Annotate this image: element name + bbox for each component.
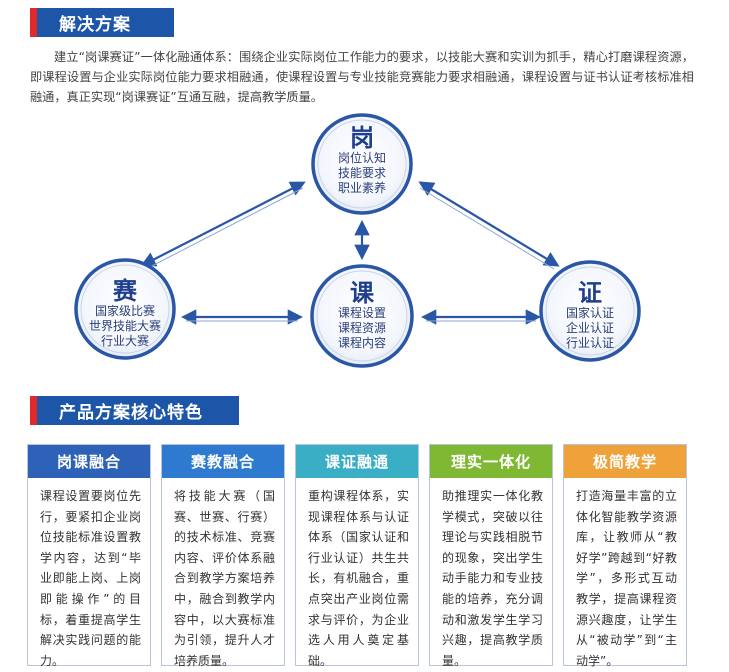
card-title: 极简教学 — [564, 445, 686, 478]
section-header-solution: 解决方案 — [30, 8, 174, 37]
intro-paragraph: 建立“岗课赛证”一体化融通体系：围绕企业实际岗位工作能力的要求，以技能大赛和实训… — [30, 50, 694, 104]
node-zheng-line: 行业认证 — [565, 336, 614, 350]
node-ke-line: 课程资源 — [337, 321, 386, 335]
node-zheng-title: 证 — [578, 279, 602, 307]
node-ke-line: 课程内容 — [337, 336, 386, 350]
node-gang-line: 技能要求 — [337, 166, 386, 180]
header-accent-bar — [30, 8, 37, 37]
section-title-features: 产品方案核心特色 — [37, 396, 239, 425]
feature-card-saijiao: 赛教融合 将技能大赛（国赛、世赛、行赛）的技术标准、竞赛内容、评价体系融合到教学… — [161, 444, 285, 668]
double-arrow-gang-sai — [140, 181, 306, 270]
node-sai-line: 世界技能大赛 — [88, 319, 161, 333]
card-body: 打造海量丰富的立体化智能教学资源库，让教师从“教好学”跨越到“好教学”，多形式互… — [576, 489, 677, 668]
circle-sai — [74, 258, 176, 360]
feature-card-lishi: 理实一体化 助推理实一体化教学模式，突破以往理论与实践相脱节的现象，突出学生动手… — [429, 444, 553, 668]
node-sai: 赛 国家级比赛 世界技能大赛 行业大赛 — [75, 278, 175, 349]
card-body: 助推理实一体化教学模式，突破以往理论与实践相脱节的现象，突出学生动手能力和专业技… — [442, 489, 543, 668]
node-sai-line: 国家级比赛 — [94, 304, 155, 318]
feature-card-kezheng: 课证融通 重构课程体系，实现课程体系与认证体系（国家认证和行业认证）共生共长，有… — [295, 444, 419, 668]
node-gang-line: 职业素养 — [337, 181, 386, 195]
card-title: 岗课融合 — [28, 445, 150, 478]
card-title: 理实一体化 — [430, 445, 552, 478]
node-zheng-line: 企业认证 — [565, 321, 614, 335]
node-ke: 课 课程设置 课程资源 课程内容 — [312, 280, 412, 351]
double-arrow-gang-zheng — [418, 181, 560, 270]
card-title: 赛教融合 — [162, 445, 284, 478]
double-arrow-sai-ke — [180, 309, 304, 325]
section-title-solution: 解决方案 — [37, 8, 174, 37]
card-title: 课证融通 — [296, 445, 418, 478]
feature-cards: 岗课融合 课程设置要岗位先行，要紧扣企业岗位技能标准设置教学内容，达到“毕业即能… — [27, 444, 690, 668]
double-arrow-ke-zheng — [420, 309, 542, 325]
node-gang-title: 岗 — [350, 124, 374, 152]
node-zheng-line: 国家认证 — [565, 306, 614, 320]
feature-card-gangke: 岗课融合 课程设置要岗位先行，要紧扣企业岗位技能标准设置教学内容，达到“毕业即能… — [27, 444, 151, 668]
circle-ke — [310, 264, 414, 368]
node-ke-line: 课程设置 — [337, 306, 386, 320]
node-sai-line: 行业大赛 — [100, 334, 149, 348]
feature-card-jijian: 极简教学 打造海量丰富的立体化智能教学资源库，让教师从“教好学”跨越到“好教学”… — [563, 444, 687, 668]
node-sai-title: 赛 — [113, 277, 137, 305]
node-ke-title: 课 — [350, 279, 374, 307]
diagram-graphics — [74, 113, 641, 368]
circle-gang — [311, 113, 413, 215]
node-gang: 岗 岗位认知 技能要求 职业素养 — [312, 125, 412, 196]
node-gang-line: 岗位认知 — [337, 151, 386, 165]
circle-zheng — [539, 260, 641, 362]
section-header-features: 产品方案核心特色 — [30, 396, 239, 425]
card-body: 重构课程体系，实现课程体系与认证体系（国家认证和行业认证）共生共长，有机融合，重… — [308, 489, 409, 668]
header-accent-bar — [30, 396, 37, 425]
card-body: 将技能大赛（国赛、世赛、行赛）的技术标准、竞赛内容、评价体系融合到教学方案培养中… — [174, 489, 275, 668]
integration-diagram: 岗 岗位认知 技能要求 职业素养 赛 国家级比赛 世界技能大赛 行业大赛 课 课… — [0, 105, 729, 370]
card-body: 课程设置要岗位先行，要紧扣企业岗位技能标准设置教学内容，达到“毕业即能上岗、上岗… — [40, 489, 141, 668]
node-zheng: 证 国家认证 企业认证 行业认证 — [540, 280, 640, 351]
